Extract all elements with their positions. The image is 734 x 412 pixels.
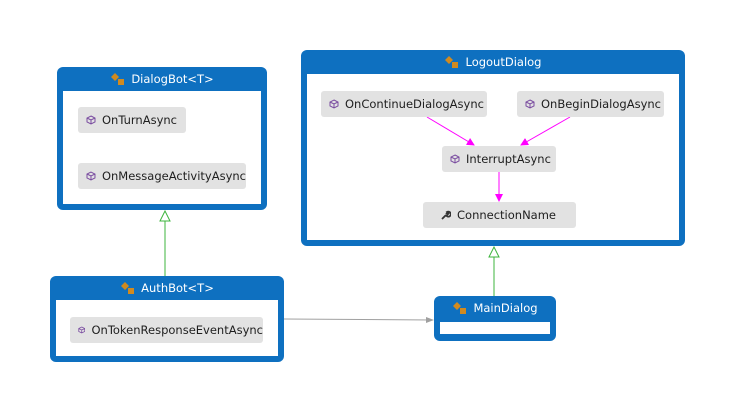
group-title: LogoutDialog [465,55,542,69]
member-onbegindialogasync[interactable]: OnBeginDialogAsync [517,91,664,117]
method-cube-icon [86,115,96,125]
member-ontokenresponseeventasync[interactable]: OnTokenResponseEventAsync [70,317,263,343]
class-icon [445,56,459,68]
call-oncontinue-interrupt [426,116,475,146]
member-onturnasync[interactable]: OnTurnAsync [78,107,186,133]
group-title: MainDialog [473,301,538,315]
reference-authbot-maindialog [283,316,434,323]
class-icon [453,302,467,314]
class-icon [121,282,135,294]
member-onmessageactivityasync[interactable]: OnMessageActivityAsync [78,163,246,189]
group-title: DialogBot<T> [131,72,214,86]
method-cube-icon [525,99,535,109]
member-connectionname[interactable]: ConnectionName [423,202,576,228]
class-icon [111,73,125,85]
wrench-icon [441,210,451,220]
group-maindialog[interactable]: MainDialog [434,296,556,341]
member-interruptasync[interactable]: InterruptAsync [442,146,556,172]
member-oncontinuedialogasync[interactable]: OnContinueDialogAsync [321,91,487,117]
method-cube-icon [329,99,339,109]
method-cube-icon [450,154,460,164]
method-cube-icon [86,171,96,181]
method-cube-icon [78,326,86,334]
group-title: AuthBot<T> [141,281,214,295]
call-onbegin-interrupt [520,116,571,146]
